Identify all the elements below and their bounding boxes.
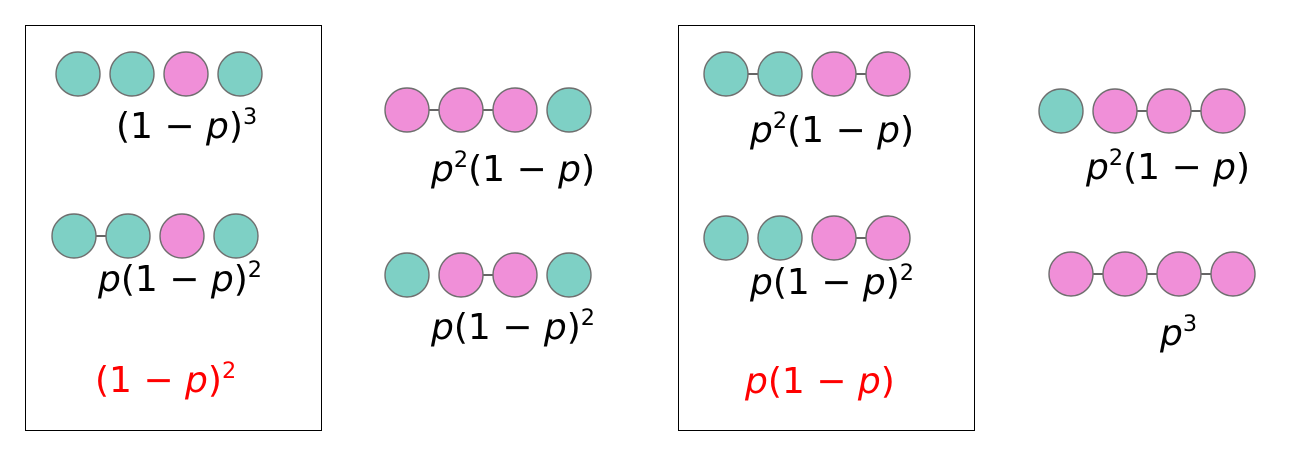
teal-bead <box>51 213 97 259</box>
pink-bead <box>384 87 430 133</box>
pink-bead <box>811 215 857 261</box>
teal-bead <box>217 51 263 97</box>
pink-bead <box>1200 88 1246 134</box>
config-label: p3 <box>1160 311 1198 354</box>
teal-bead <box>105 213 151 259</box>
pink-bead <box>1146 88 1192 134</box>
pink-bead <box>163 51 209 97</box>
bead-chain <box>55 51 263 97</box>
pink-bead <box>492 87 538 133</box>
config-label: p2(1 − p) <box>1086 145 1250 188</box>
teal-bead <box>55 51 101 97</box>
pink-bead <box>1156 251 1202 297</box>
teal-bead <box>757 51 803 97</box>
pink-bead <box>492 252 538 298</box>
pink-bead <box>1092 88 1138 134</box>
group-box-left <box>25 25 322 431</box>
config-label: p(1 − p)2 <box>750 260 914 303</box>
teal-bead <box>213 213 259 259</box>
box-total-label: p(1 − p) <box>745 361 895 402</box>
pink-bead <box>438 252 484 298</box>
teal-bead <box>757 215 803 261</box>
config-label: p(1 − p)2 <box>98 257 262 300</box>
bead-chain <box>1048 251 1256 297</box>
bead-chain <box>703 51 911 97</box>
bead-chain <box>703 215 911 261</box>
teal-bead <box>703 215 749 261</box>
box-total-label: (1 − p)2 <box>95 358 237 401</box>
bead-chain <box>384 87 592 133</box>
bead-chain <box>384 252 592 298</box>
pink-bead <box>1102 251 1148 297</box>
teal-bead <box>546 252 592 298</box>
pink-bead <box>1210 251 1256 297</box>
group-box-right <box>678 25 975 431</box>
bead-chain <box>1038 88 1246 134</box>
teal-bead <box>384 252 430 298</box>
pink-bead <box>1048 251 1094 297</box>
bead-chain <box>51 213 259 259</box>
teal-bead <box>703 51 749 97</box>
pink-bead <box>865 51 911 97</box>
pink-bead <box>811 51 857 97</box>
pink-bead <box>438 87 484 133</box>
config-label: p2(1 − p) <box>431 147 595 190</box>
config-label: (1 − p)3 <box>116 104 258 147</box>
teal-bead <box>109 51 155 97</box>
config-label: p2(1 − p) <box>750 108 914 151</box>
pink-bead <box>865 215 911 261</box>
teal-bead <box>546 87 592 133</box>
config-label: p(1 − p)2 <box>431 305 595 348</box>
pink-bead <box>159 213 205 259</box>
teal-bead <box>1038 88 1084 134</box>
